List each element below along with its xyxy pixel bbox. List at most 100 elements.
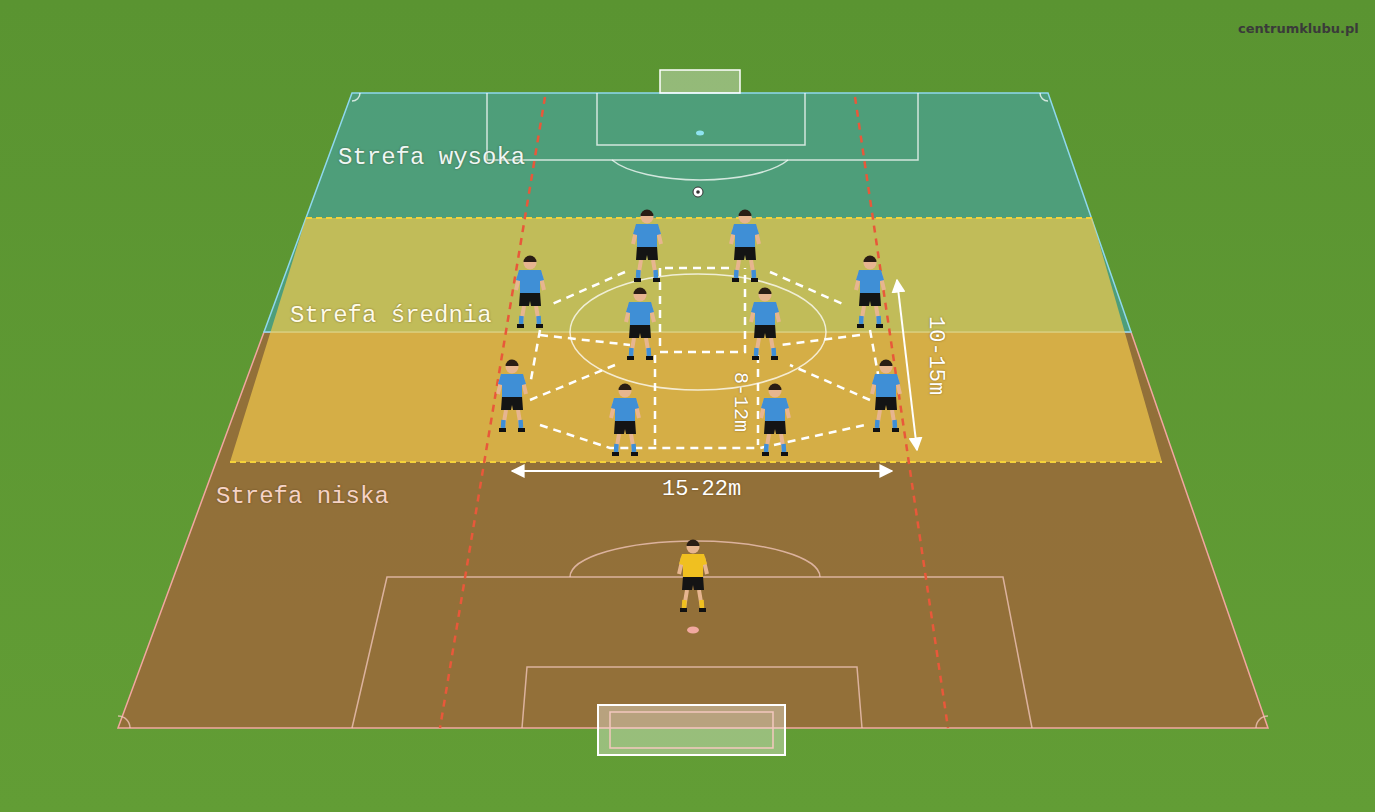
player-arms [516,273,544,290]
spacing-line [530,365,615,400]
label-anchor: 15-22m [662,477,741,502]
player-hair [687,540,700,547]
player-shorts [764,420,786,434]
player-socks [631,348,649,356]
goal-frame [598,705,785,755]
goal-area [522,667,862,728]
player-figure [872,360,900,431]
corner-arc [1040,93,1048,101]
player-shirt [498,374,526,397]
player-shorts [875,396,897,410]
player-shirt [611,398,639,421]
player-arms [872,377,900,394]
corner-arc [118,716,130,728]
player-shirt [633,224,661,247]
player-hair [506,360,519,367]
player-arms [626,305,654,322]
player-head [506,361,519,374]
zone-shape [230,218,1162,462]
goal-area [597,93,805,145]
player-legs [631,338,649,356]
player-shorts [629,324,651,338]
player-boots [499,428,525,432]
dimension-label: 10-15m [923,316,948,395]
spacing-line [790,365,870,400]
player-shorts [501,396,523,410]
label-anchor: 8-12m [729,372,752,432]
player-legs [877,410,895,428]
penalty-spot [696,131,704,136]
player-head [769,385,782,398]
player-hair [619,384,632,391]
player-hair [524,256,537,263]
player-hair [634,288,647,295]
player-boots [634,278,660,282]
player-figure [751,288,779,359]
spacing-line [540,425,865,448]
spacing-line [870,330,880,385]
player-legs [521,306,539,324]
spacing-line [770,272,845,305]
player-hair [641,210,654,217]
player-legs [766,434,784,452]
player-boots [612,452,638,456]
zone-border [230,461,1162,463]
player-arms [633,227,661,244]
player-shirt [516,270,544,293]
player-socks [736,270,754,278]
player-boots [873,428,899,432]
ball [693,187,703,197]
player-head [739,211,752,224]
player-socks [503,420,521,428]
corner-arc [1256,716,1268,728]
player-shirt [856,270,884,293]
player-figure [498,360,526,431]
penalty-arc [612,160,788,180]
zone-label: Strefa średnia [290,302,492,330]
player-head [524,257,537,270]
center-circle [570,274,826,390]
spacing-line [665,267,735,270]
player-boots [857,324,883,328]
player-legs [756,338,774,356]
player-hair [880,360,893,367]
player-head [759,289,772,302]
player-figure [856,256,884,327]
player-figure [679,540,707,611]
ball-patch [696,190,700,194]
spacing-line [540,335,630,345]
player-socks [638,270,656,278]
player-socks [861,316,879,324]
player-socks [616,444,634,452]
player-boots [762,452,788,456]
penalty-arc [570,541,820,577]
watermark: centrumklubu.pl [1238,21,1359,36]
dimension-label: 8-12m [729,372,752,432]
zone-fill [230,218,1162,462]
player-figure [761,384,789,455]
goal [660,70,740,93]
player-arms [731,227,759,244]
spacing-line [780,335,860,345]
zone-label: Strefa wysoka [338,144,525,172]
player-socks [684,600,702,608]
player-shirt [751,302,779,325]
player-hair [739,210,752,217]
players [498,210,900,611]
player-head [641,211,654,224]
zone-label-holder: Strefa niska [216,483,389,511]
spacing-pattern [530,268,880,448]
zone-border [306,217,1092,219]
player-legs [861,306,879,324]
zone-label-holder: Strefa średnia [290,302,492,330]
penalty-spot [687,627,699,634]
player-figure [626,288,654,359]
ball-body [693,187,703,197]
player-shirt [872,374,900,397]
player-shirt [679,554,707,577]
zone-label: Strefa niska [216,483,389,511]
